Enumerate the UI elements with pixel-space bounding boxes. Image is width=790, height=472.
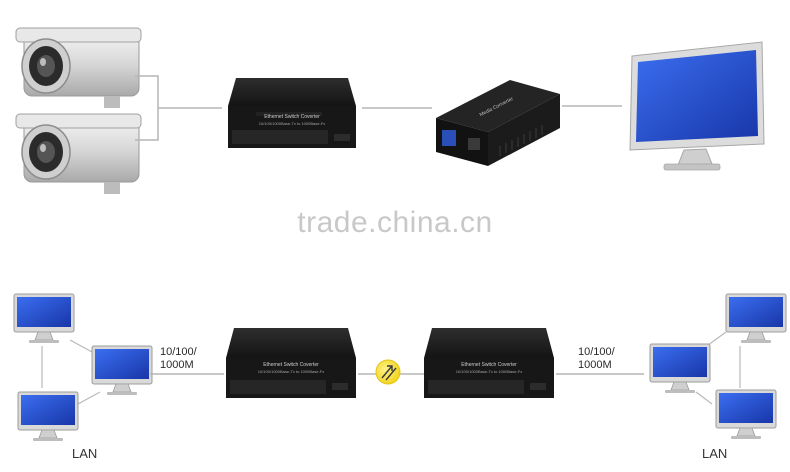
fiber-badge [375,359,401,385]
media-converter: Media Converter [436,80,560,166]
computer-left-2 [91,345,153,396]
watermark: trade.china.cn [297,206,493,239]
desktop-monitor [629,41,765,171]
computer-right-1 [725,293,787,344]
right-speed-line2: 1000M [578,359,612,371]
computer-left-1 [13,293,75,344]
left-speed-line1: 10/100/ [160,346,197,358]
switch-left-subtitle: 10/100/1000Base-Tx to 1000Base-Fx [258,369,325,374]
switch-top-subtitle: 10/100/1000Base-Tx to 1000Base-Fx [259,121,326,126]
lan-right-label: LAN [702,446,728,461]
switch-bottom-left: Ethernet Switch Coverter 10/100/1000Base… [226,328,356,398]
lan-left-connections [41,339,101,405]
switch-right-title: Ethernet Switch Coverter [461,362,517,368]
right-speed-label: 10/100/ 1000M [578,346,615,372]
lan-left-label: LAN [72,446,98,461]
computer-right-3 [715,389,777,440]
fiber-link [358,359,424,385]
fiber-arrow-icon [381,365,397,381]
switch-top-title: Ethernet Switch Coverter [264,114,320,120]
camera-connector-lines [135,75,222,141]
switch-top: Ethernet Switch Coverter 10/100/1000Base… [228,78,356,148]
camera-bottom [15,113,142,195]
computer-left-3 [17,391,79,442]
computer-right-2 [649,343,711,394]
right-speed-line1: 10/100/ [578,346,615,358]
switch-bottom-right: Ethernet Switch Coverter 10/100/1000Base… [424,328,554,398]
switch-left-title: Ethernet Switch Coverter [263,362,319,368]
left-speed-line2: 1000M [160,359,194,371]
camera-top [15,27,142,109]
switch-right-subtitle: 10/100/1000Base-Tx to 1000Base-Fx [456,369,523,374]
left-speed-label: 10/100/ 1000M [160,346,197,372]
